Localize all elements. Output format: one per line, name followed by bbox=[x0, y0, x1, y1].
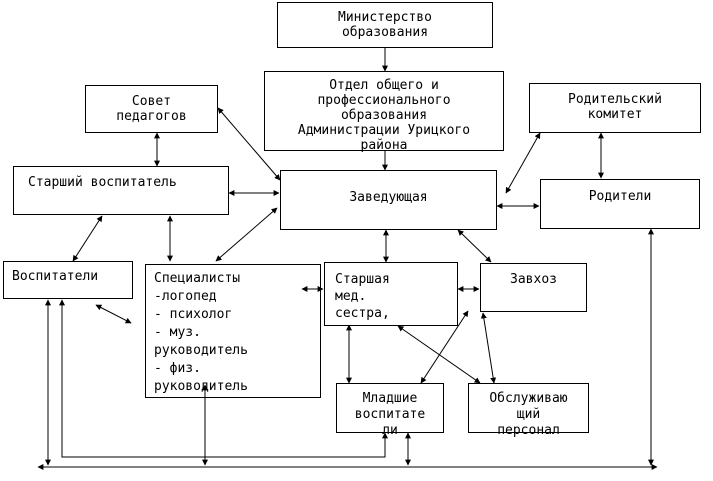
node-parent-committee-line: Родительский bbox=[568, 92, 662, 107]
node-senior-nurse-line: мед. bbox=[335, 289, 367, 304]
node-educators: Воспитатели bbox=[3, 261, 133, 299]
node-council-line: Совет bbox=[131, 94, 172, 109]
edge-nurse-service bbox=[397, 325, 481, 384]
node-junior-educators: Младшие воспитате ли bbox=[336, 383, 444, 438]
node-department-line: образования bbox=[340, 108, 428, 123]
edge-educators-junior-loop bbox=[59, 299, 388, 458]
node-senior-nurse-line: Старшая bbox=[335, 272, 390, 287]
node-specialists-line: руководитель bbox=[154, 379, 248, 394]
node-senior-educator: Старший воспитатель bbox=[13, 166, 229, 215]
node-service-staff-line: щий bbox=[516, 407, 541, 422]
node-senior-nurse: Старшая мед. сестра, bbox=[324, 262, 458, 326]
node-council-line: педагогов bbox=[116, 109, 187, 124]
node-ministry-line: образования bbox=[341, 25, 429, 40]
node-parents: Родители bbox=[540, 179, 700, 229]
edge-council-head bbox=[217, 107, 281, 181]
node-specialists-line: - муз. bbox=[154, 325, 201, 340]
node-junior-educators-line: ли bbox=[382, 423, 398, 438]
edge-senior-educators bbox=[72, 215, 103, 262]
node-council: Совет педагогов bbox=[85, 85, 218, 133]
node-ministry-line: Министерство bbox=[338, 10, 432, 25]
edge-supply-junior bbox=[420, 310, 469, 384]
node-service-staff-line: Обслуживаю bbox=[489, 391, 568, 406]
node-junior-educators-line: воспитате bbox=[354, 407, 426, 422]
node-service-staff-line: персонал bbox=[497, 423, 560, 438]
node-senior-nurse-line: сестра, bbox=[335, 306, 390, 321]
node-parents-line: Родители bbox=[588, 189, 652, 204]
node-service-staff: Обслуживаю щий персонал bbox=[468, 383, 589, 438]
edge-committee-head bbox=[505, 132, 541, 194]
edge-supply-service bbox=[480, 312, 497, 384]
node-parent-committee-line: комитет bbox=[587, 107, 643, 122]
node-specialists-line: -логопед bbox=[154, 289, 217, 304]
node-department-line: Отдел общего и bbox=[329, 78, 439, 93]
node-senior-educator-line: Старший воспитатель bbox=[28, 175, 177, 190]
node-specialists-line: - психолог bbox=[154, 307, 233, 322]
edge-educators-specialists bbox=[95, 304, 132, 324]
node-department: Отдел общего и профессионального образов… bbox=[264, 71, 504, 153]
node-supply-manager-line: Завхоз bbox=[510, 272, 557, 287]
node-parent-committee: Родительский комитет bbox=[529, 83, 701, 133]
node-educators-line: Воспитатели bbox=[12, 269, 99, 284]
node-head: Заведующая bbox=[280, 170, 497, 230]
node-junior-educators-line: Младшие bbox=[362, 391, 418, 406]
node-ministry: Министерство образования bbox=[277, 2, 493, 48]
node-department-line: района bbox=[360, 138, 408, 153]
edge-specialists-head bbox=[215, 207, 278, 262]
node-head-line: Заведующая bbox=[349, 190, 428, 205]
edge-head-supply bbox=[457, 229, 492, 263]
node-department-line: профессионального bbox=[317, 93, 451, 108]
node-specialists-line: Специалисты bbox=[154, 271, 241, 286]
node-specialists-line: руководитель bbox=[154, 343, 248, 358]
node-specialists-line: - физ. bbox=[154, 361, 201, 376]
node-supply-manager: Завхоз bbox=[480, 263, 587, 312]
node-department-line: Администрации Урицкого bbox=[297, 123, 471, 138]
node-specialists: Специалисты -логопед - психолог - муз. р… bbox=[145, 264, 321, 398]
